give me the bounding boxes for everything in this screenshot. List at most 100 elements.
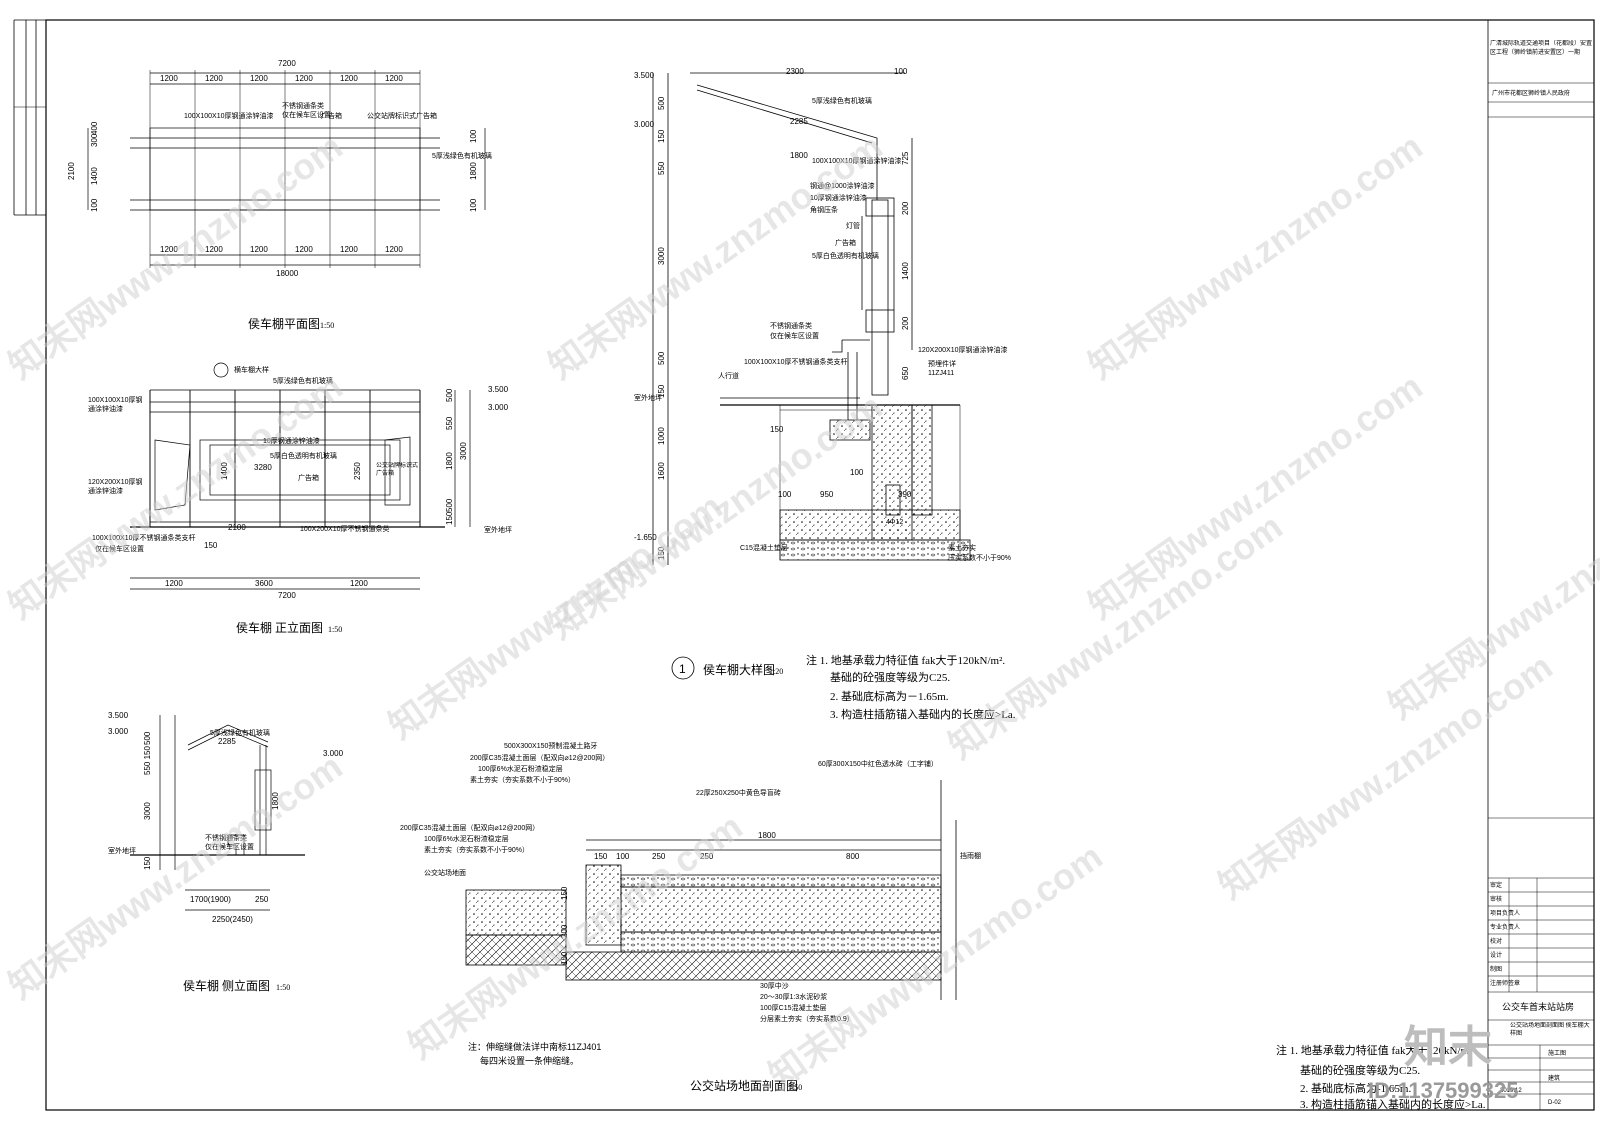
tb-row-label: 制图 xyxy=(1490,965,1502,973)
section-layer-label: 分层素土夯实（夯实系数0.9） xyxy=(760,1014,854,1023)
plan-top-total: 7200 xyxy=(278,59,296,68)
detail-label-c15: C15混凝土垫层 xyxy=(740,543,788,552)
detail-view xyxy=(652,72,971,565)
detail-label-lamp: 灯管 xyxy=(846,221,860,230)
front-label-steel120: 120X200X10厚钢通涂锌油漆 xyxy=(88,479,143,495)
plan-title: 侯车棚平面图 xyxy=(248,316,320,331)
plan-label-adbox: 广告箱 xyxy=(321,111,342,120)
front-inner-dim-e: 150 xyxy=(204,541,218,550)
front-elev-gl: 室外地坪 xyxy=(484,525,512,534)
section-title: 公交站场地面剖面图 xyxy=(690,1078,798,1093)
date: 2019.12 xyxy=(1500,1088,1522,1094)
detail-top-dim-b: 100 xyxy=(894,67,908,76)
tb-row-label: 校对 xyxy=(1490,937,1502,945)
plan-left-dim-total: 2100 xyxy=(67,162,76,180)
front-elev-top: 3.500 xyxy=(488,385,509,394)
front-label-ss200: 100X200X10厚不锈钢通条类 xyxy=(300,524,389,533)
detail-elev-mid: 3.000 xyxy=(634,120,655,129)
front-scale: 1:50 xyxy=(328,625,342,634)
plan-top-bay: 1200 xyxy=(385,74,403,83)
detail-label-waiting: 仅在候车区设置 xyxy=(770,331,819,340)
section-layer-label: 200厚C35混凝土面层（配双向⌀12@200网） xyxy=(470,753,609,762)
detail-left-dim: 500 xyxy=(657,96,666,110)
bottom-note-3: 2. 基础底标高为-1.65m. xyxy=(1300,1081,1411,1095)
detail-label-steel1000: 钢通@1000涂锌油漆 xyxy=(810,181,875,190)
watermark-text: 知末网www.znzmo.com xyxy=(1081,125,1429,386)
side-dim-b: 550 150 xyxy=(143,746,152,775)
detail-scale: 1:20 xyxy=(769,667,783,676)
detail-left-dim: 150 xyxy=(657,384,666,398)
detail-number: 1 xyxy=(679,662,686,676)
front-title: 侯车棚 正立面图 xyxy=(236,620,323,635)
plan-left-dim-mid: 1400 xyxy=(90,167,99,185)
side-label-ss: 不锈钢通条类 xyxy=(205,833,247,842)
section-layer-label: 200厚C35混凝土面层（配双向⌀12@200网） xyxy=(400,823,539,832)
detail-label-steel120: 120X200X10厚钢通涂锌油漆 xyxy=(918,345,1007,354)
plan-label-waiting: 仅在候车区设置 xyxy=(282,110,331,119)
detail-left-dim: 550 xyxy=(657,161,666,175)
detail-left-dim: 3000 xyxy=(657,247,666,265)
section-bottom-labels: 30厚中沙20～30厚1:3水泥砂浆100厚C15混凝土垫层分层素土夯实（夯实系… xyxy=(760,981,854,1023)
watermark-text: 知末网www.znzmo.com xyxy=(1,125,349,386)
front-label-ss100: 100X100X10厚不锈钢通条类支杆 xyxy=(92,533,195,542)
section-label-tactile: 22厚250X250中黄色导盲砖 xyxy=(696,788,781,797)
section-layer-label: 公交站场地面 xyxy=(424,868,466,877)
plan-label-steel: 100X100X10厚钢通涂锌油漆 xyxy=(184,111,273,120)
section-left-dim-b: 200 xyxy=(560,924,569,938)
detail-label-11zj411: 11ZJ411 xyxy=(928,370,954,377)
section-dim-b: 100 xyxy=(616,852,630,861)
detail-label-steel100: 100X100X10厚钢通涂锌油漆 xyxy=(812,156,901,165)
plan-bottom-bay: 1200 xyxy=(160,245,178,254)
front-inner-dim-a: 2100 xyxy=(228,523,246,532)
bottom-note-4: 3. 构造柱插筋锚入基础内的长度应>La. xyxy=(1300,1097,1486,1111)
front-right-dim: 3000 xyxy=(459,442,468,460)
front-right-dim: 150 xyxy=(445,511,454,525)
plan-top-bay: 1200 xyxy=(250,74,268,83)
plan-top-bay: 1200 xyxy=(340,74,358,83)
side-dim-a: 500 xyxy=(143,731,152,745)
tb-row-label: 审核 xyxy=(1490,895,1502,903)
plan-top-bay: 1200 xyxy=(160,74,178,83)
detail-right-dim: 200 xyxy=(901,201,910,215)
front-label-steel10: 10厚钢通涂锌油漆 xyxy=(263,436,320,445)
side-dim-d: 150 xyxy=(143,856,152,870)
detail-label-clearglass: 5厚白色透明有机玻璃 xyxy=(812,251,879,260)
front-bottom-total: 7200 xyxy=(278,591,296,600)
section-left-labels: 500X300X150预制混凝土路牙200厚C35混凝土面层（配双向⌀12@20… xyxy=(400,741,609,877)
bottom-note-1: 注 1. 地基承载力特征值 fak大于120kN/m² xyxy=(1276,1043,1473,1057)
plan-right-dim-a: 100 xyxy=(469,198,478,212)
section-label-canopy: 挡雨棚 xyxy=(960,851,981,860)
watermark-text: 知末网www.znzmo.com xyxy=(1081,365,1429,626)
front-elevation xyxy=(130,389,471,590)
detail-right-dim: 650 xyxy=(901,366,910,380)
plan-bottom-bay: 1200 xyxy=(295,245,313,254)
plan-bottom-total: 18000 xyxy=(276,269,299,278)
tb-row-label: 项目负责人 xyxy=(1490,909,1520,917)
plan-bottom-bay: 1200 xyxy=(385,245,403,254)
discipline: 建筑 xyxy=(1548,1074,1560,1082)
front-label-waiting: 仅在候车区设置 xyxy=(95,544,144,553)
detail-label-rebar: 4Φ12 xyxy=(886,519,903,526)
plan-right-dim-c: 100 xyxy=(469,129,478,143)
detail-foot-dim: 100 xyxy=(778,490,792,499)
section-note-2: 每四米设置一条伸缩缝。 xyxy=(480,1055,579,1066)
section-dim-e: 800 xyxy=(846,852,860,861)
tb-row-label: 注册师签章 xyxy=(1490,979,1520,987)
side-dim-roof: 2285 xyxy=(218,737,236,746)
section-left-dim-c: 150 xyxy=(560,951,569,965)
side-label-gl: 室外地坪 xyxy=(108,846,136,855)
section-note: 注：伸缩缝做法详中南标11ZJ401 xyxy=(468,1041,601,1052)
detail-elev-bot: -1.650 xyxy=(634,533,657,542)
detail-label-sidewalk: 人行道 xyxy=(718,371,739,380)
tb-row-label: 审定 xyxy=(1490,881,1502,889)
detail-note-2: 基础的砼强度等级为C25. xyxy=(830,670,950,684)
section-dim-d: 250 xyxy=(700,852,714,861)
plan-bottom-bay: 1200 xyxy=(340,245,358,254)
drawing-frame xyxy=(13,19,1595,1111)
drawing-name: 公交车首末站站房 xyxy=(1502,1001,1574,1012)
front-bottom-dim: 1200 xyxy=(350,579,368,588)
